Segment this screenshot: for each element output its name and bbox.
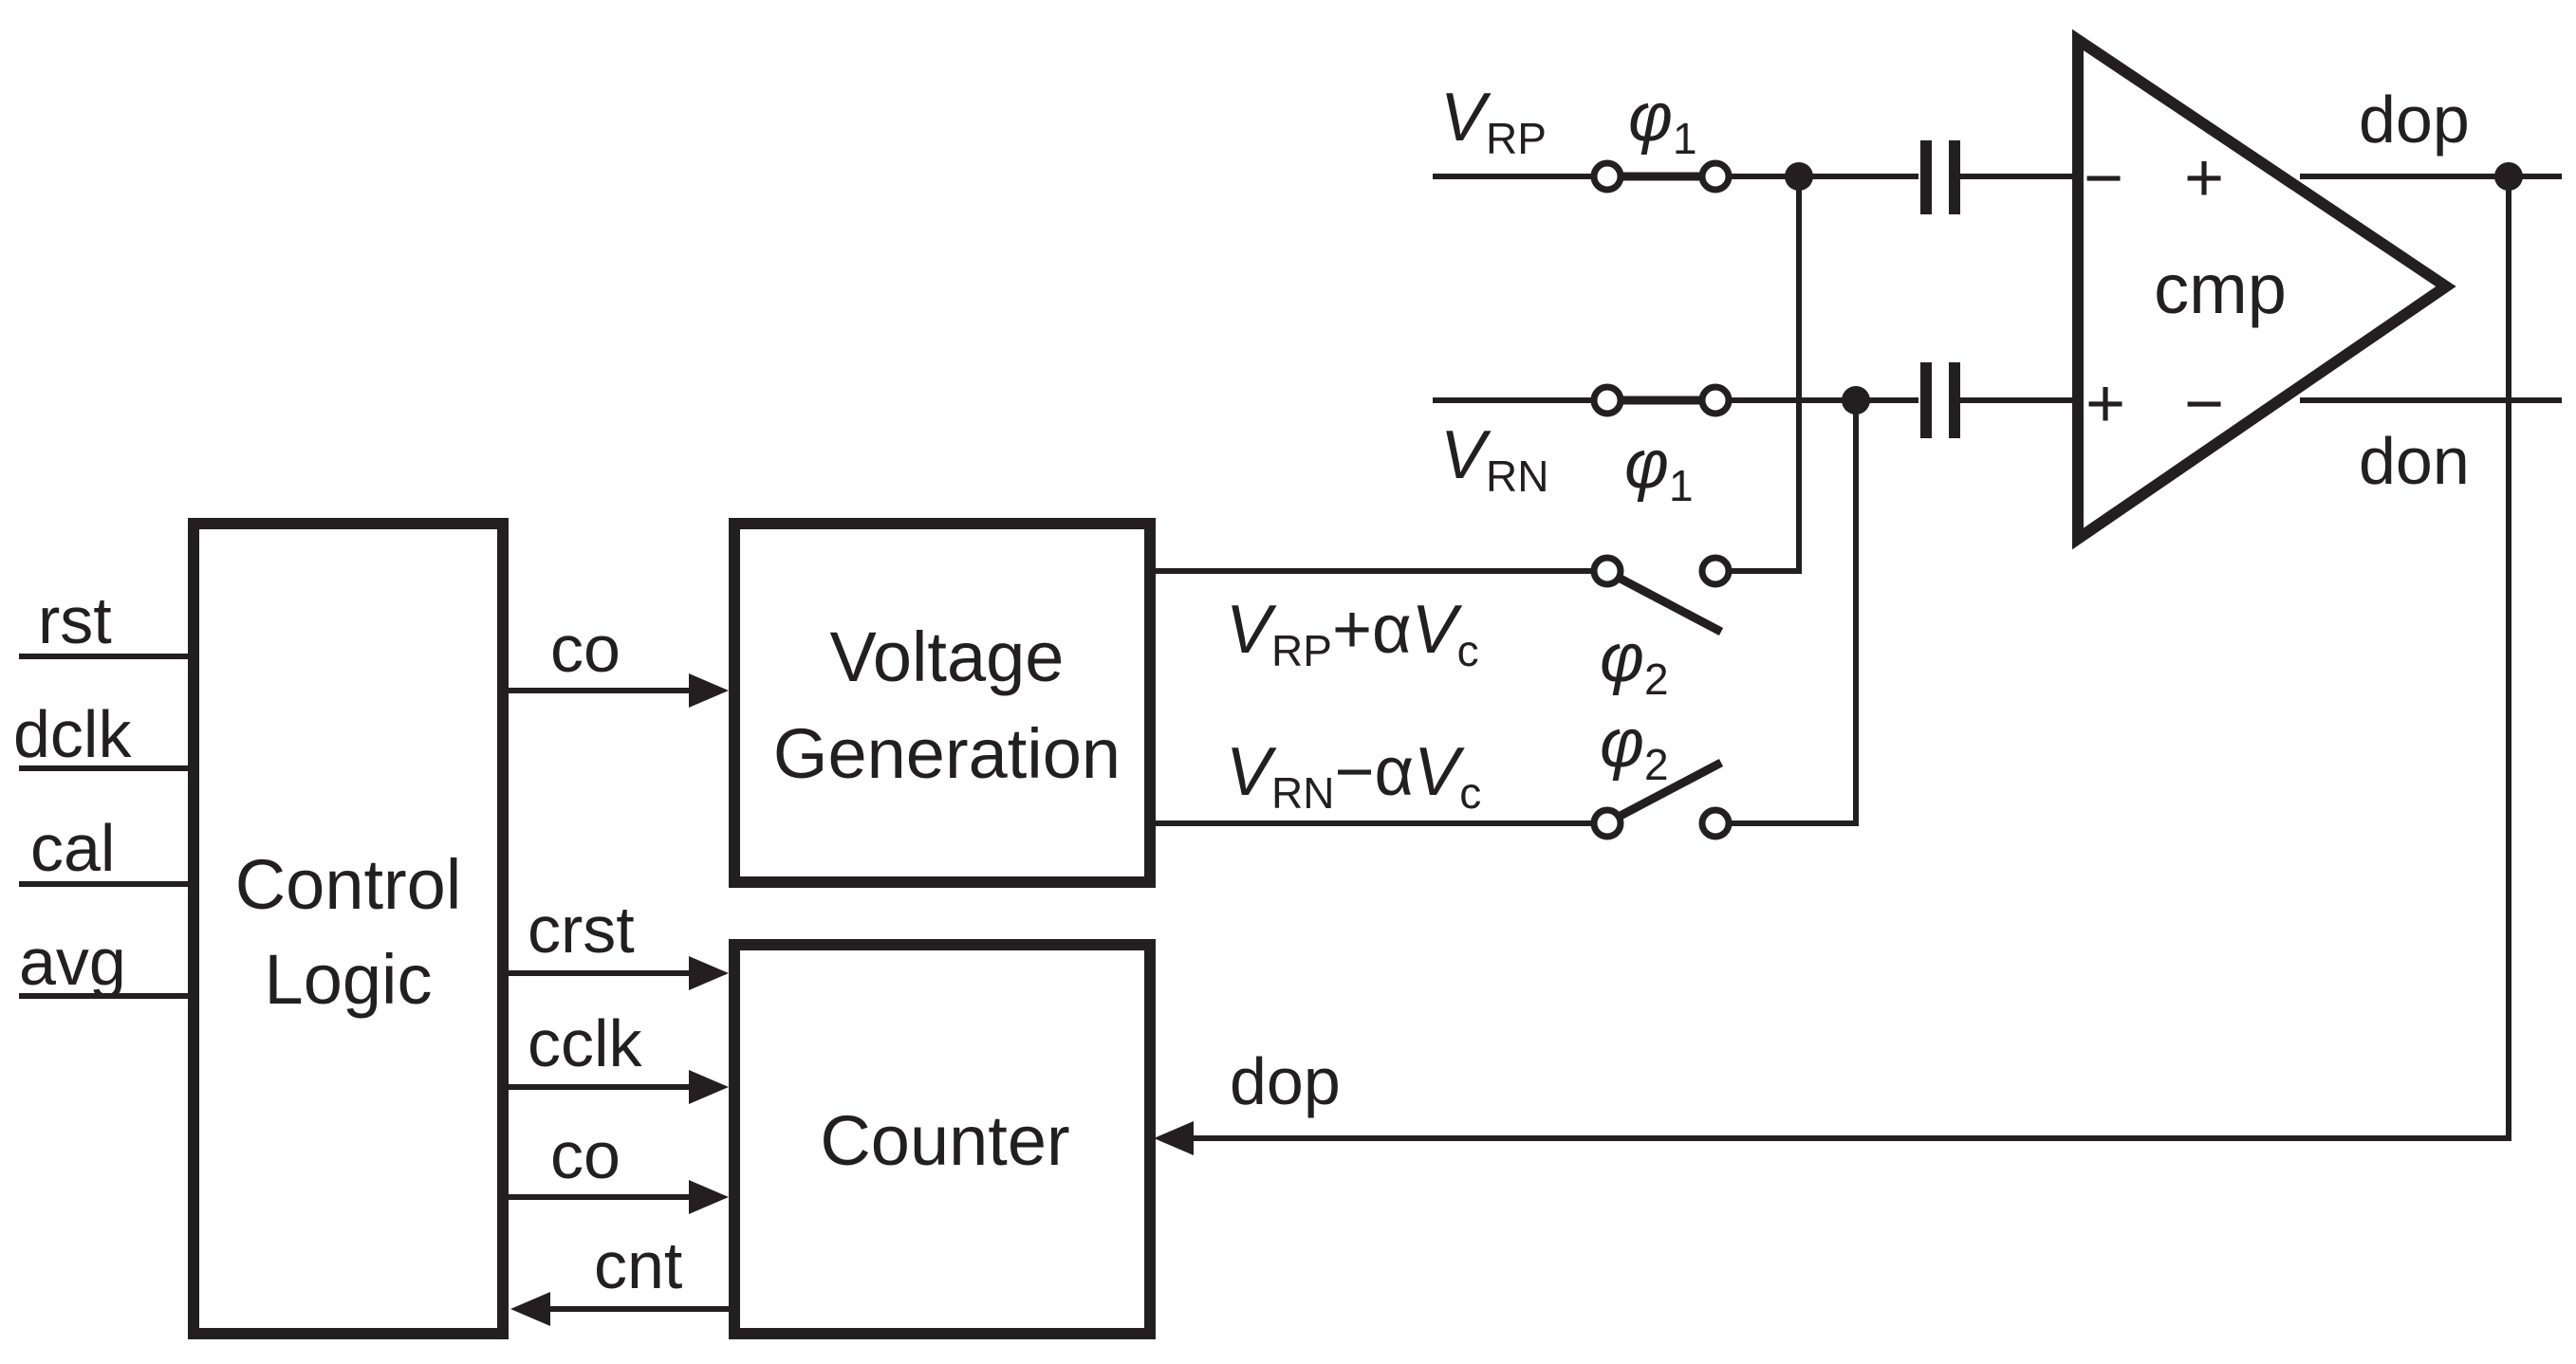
phi2-bottom-label: φ2 [1600, 706, 1669, 789]
phi1-bottom-switch-terminal-left [1590, 383, 1624, 417]
counter-block [729, 939, 1156, 1339]
vrn-alpha-label: VRN−αVc [1226, 734, 1481, 818]
dclk-input-label: dclk [13, 697, 132, 771]
vrn-label: VRN [1440, 417, 1548, 501]
phi1-top-switch-terminal-right [1698, 159, 1733, 194]
voltage-generation-label-line1: Voltage [830, 617, 1065, 696]
control-logic-label-line2: Logic [265, 940, 433, 1019]
phi1-top-switch-terminal-left [1590, 159, 1624, 194]
cclk-arrowhead [689, 1070, 729, 1104]
avg-input-label: avg [19, 925, 126, 999]
vrp-alpha-label: VRP+αVc [1226, 592, 1479, 675]
phi2-top-switch-blade [1614, 573, 1724, 636]
don-output-label: don [2359, 424, 2470, 498]
phi2-bottom-switch-terminal-right [1698, 806, 1733, 840]
cnt-arrowhead [510, 1292, 550, 1326]
cclk-label: cclk [528, 1006, 643, 1080]
counter-label: Counter [820, 1101, 1069, 1180]
dop-output-label: dop [2359, 83, 2470, 157]
control-logic-block [188, 518, 509, 1339]
rst-input-label: rst [38, 583, 112, 657]
cmp-top-minus-sign: − [2084, 140, 2123, 216]
comparator-label: cmp [2154, 249, 2287, 328]
vrp-label: VRP [1440, 80, 1547, 163]
cal-input-label: cal [30, 811, 115, 885]
co-cnt-arrowhead [689, 1180, 729, 1214]
phi2-top-label: φ2 [1600, 620, 1669, 704]
co-cnt-label: co [550, 1118, 621, 1192]
phi2-bottom-switch-blade [1614, 759, 1724, 821]
cnt-label: cnt [594, 1228, 682, 1302]
voltage-generation-block [729, 518, 1156, 888]
dop-feedback-label: dop [1230, 1044, 1341, 1118]
phi2-top-switch-terminal-right [1698, 554, 1733, 588]
crst-label: crst [528, 893, 635, 967]
crst-arrowhead [689, 956, 729, 990]
cmp-bottom-plus-sign: + [2085, 366, 2125, 442]
phi2-top-switch-terminal-left [1590, 554, 1624, 588]
phi2-bottom-switch-terminal-left [1590, 806, 1624, 840]
voltage-generation-label-line2: Generation [773, 714, 1121, 793]
phi1-bottom-label: φ1 [1624, 427, 1694, 510]
cmp-bottom-minus-sign: − [2184, 366, 2224, 442]
dop-feedback-arrowhead [1154, 1121, 1194, 1155]
co-vg-arrowhead [689, 673, 729, 708]
phi1-bottom-switch-terminal-right [1698, 383, 1733, 417]
co-vg-label: co [550, 612, 621, 686]
phi1-top-label: φ1 [1628, 80, 1697, 163]
control-logic-label-line1: Control [235, 845, 462, 924]
comparator-triangle [2072, 28, 2456, 550]
cmp-top-plus-sign: + [2184, 140, 2224, 216]
